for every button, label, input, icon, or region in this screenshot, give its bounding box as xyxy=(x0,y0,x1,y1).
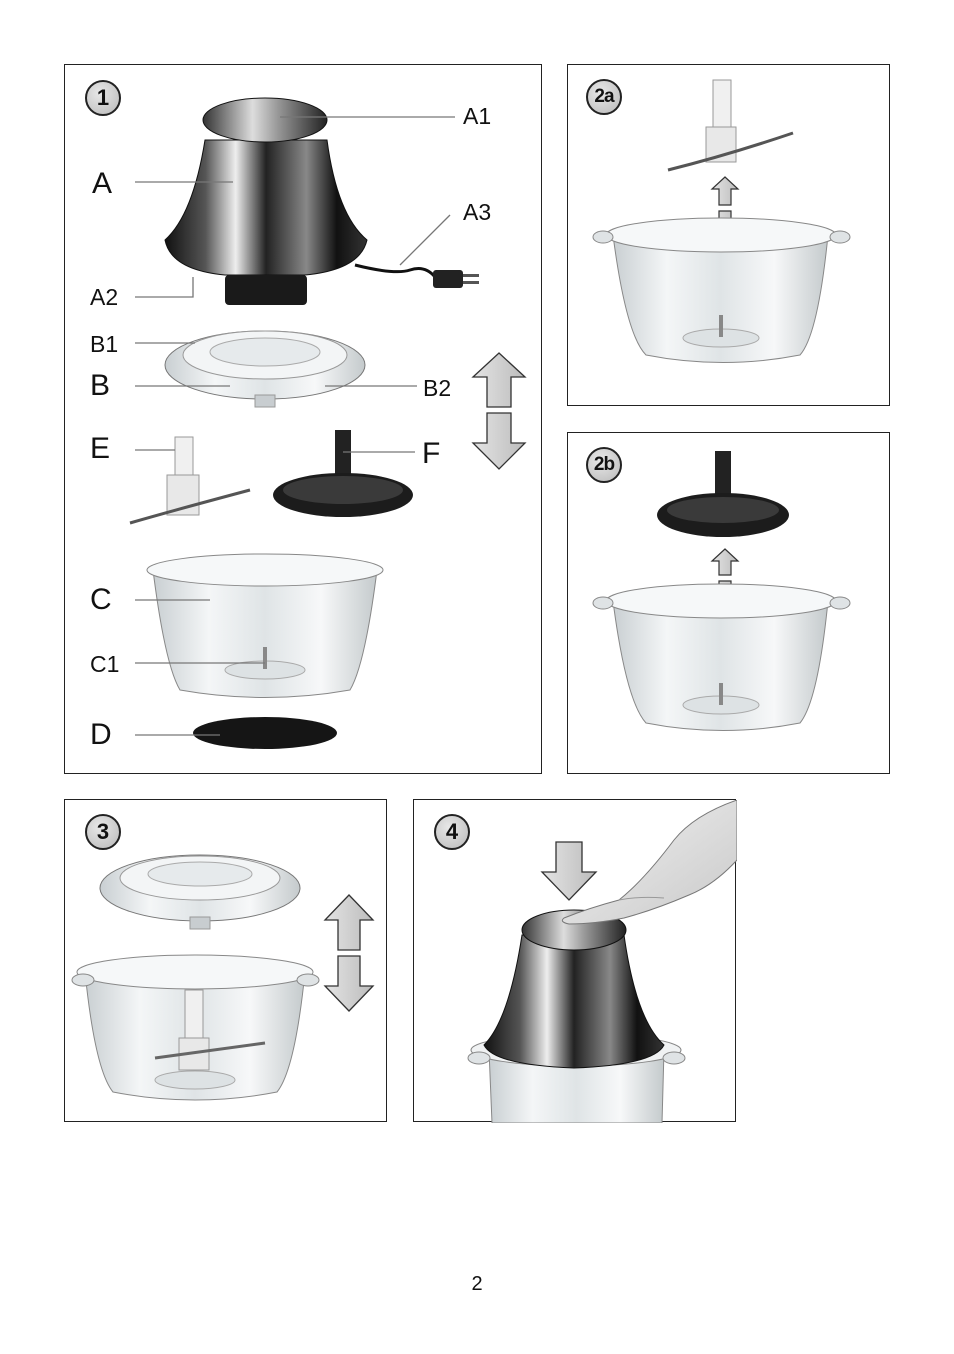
emulsifier-disc-illustration xyxy=(657,451,789,537)
label-A2: A2 xyxy=(90,286,118,309)
label-B2: B2 xyxy=(423,377,451,400)
label-D: D xyxy=(90,720,112,750)
bowl-illustration xyxy=(593,218,850,363)
label-C: C xyxy=(90,585,112,615)
blade-illustration xyxy=(668,80,793,170)
label-F: F xyxy=(422,439,440,469)
label-A1: A1 xyxy=(463,105,491,128)
motor-unit-illustration xyxy=(165,98,479,305)
motor-unit-illustration xyxy=(484,910,664,1068)
figure-1-panel: 1 xyxy=(64,64,542,774)
label-E: E xyxy=(90,434,110,464)
figure-3-illustration xyxy=(65,800,388,1123)
figure-1-illustration xyxy=(65,65,543,775)
label-A: A xyxy=(92,169,112,199)
figure-4-panel: 4 xyxy=(413,799,736,1122)
figure-4-illustration xyxy=(414,800,737,1123)
label-B1: B1 xyxy=(90,333,118,356)
label-B: B xyxy=(90,371,110,401)
figure-2b-panel: 2b xyxy=(567,432,890,774)
bowl-illustration xyxy=(72,955,319,1100)
figure-2a-panel: 2a xyxy=(567,64,890,406)
lid-illustration xyxy=(100,855,300,929)
label-A3: A3 xyxy=(463,201,491,224)
figure-2b-illustration xyxy=(568,433,891,775)
page-number: 2 xyxy=(0,1273,954,1296)
non-slip-base-illustration xyxy=(193,717,337,749)
double-arrow-icon xyxy=(473,353,525,469)
emulsifier-disc-illustration xyxy=(273,430,413,517)
hand-icon xyxy=(562,800,737,924)
label-C1: C1 xyxy=(90,653,119,676)
bowl-illustration xyxy=(593,584,850,731)
down-arrow-icon xyxy=(542,842,596,900)
figure-3-panel: 3 xyxy=(64,799,387,1122)
double-arrow-icon xyxy=(325,895,373,1011)
bowl-illustration xyxy=(147,554,383,698)
figure-2a-illustration xyxy=(568,65,891,407)
